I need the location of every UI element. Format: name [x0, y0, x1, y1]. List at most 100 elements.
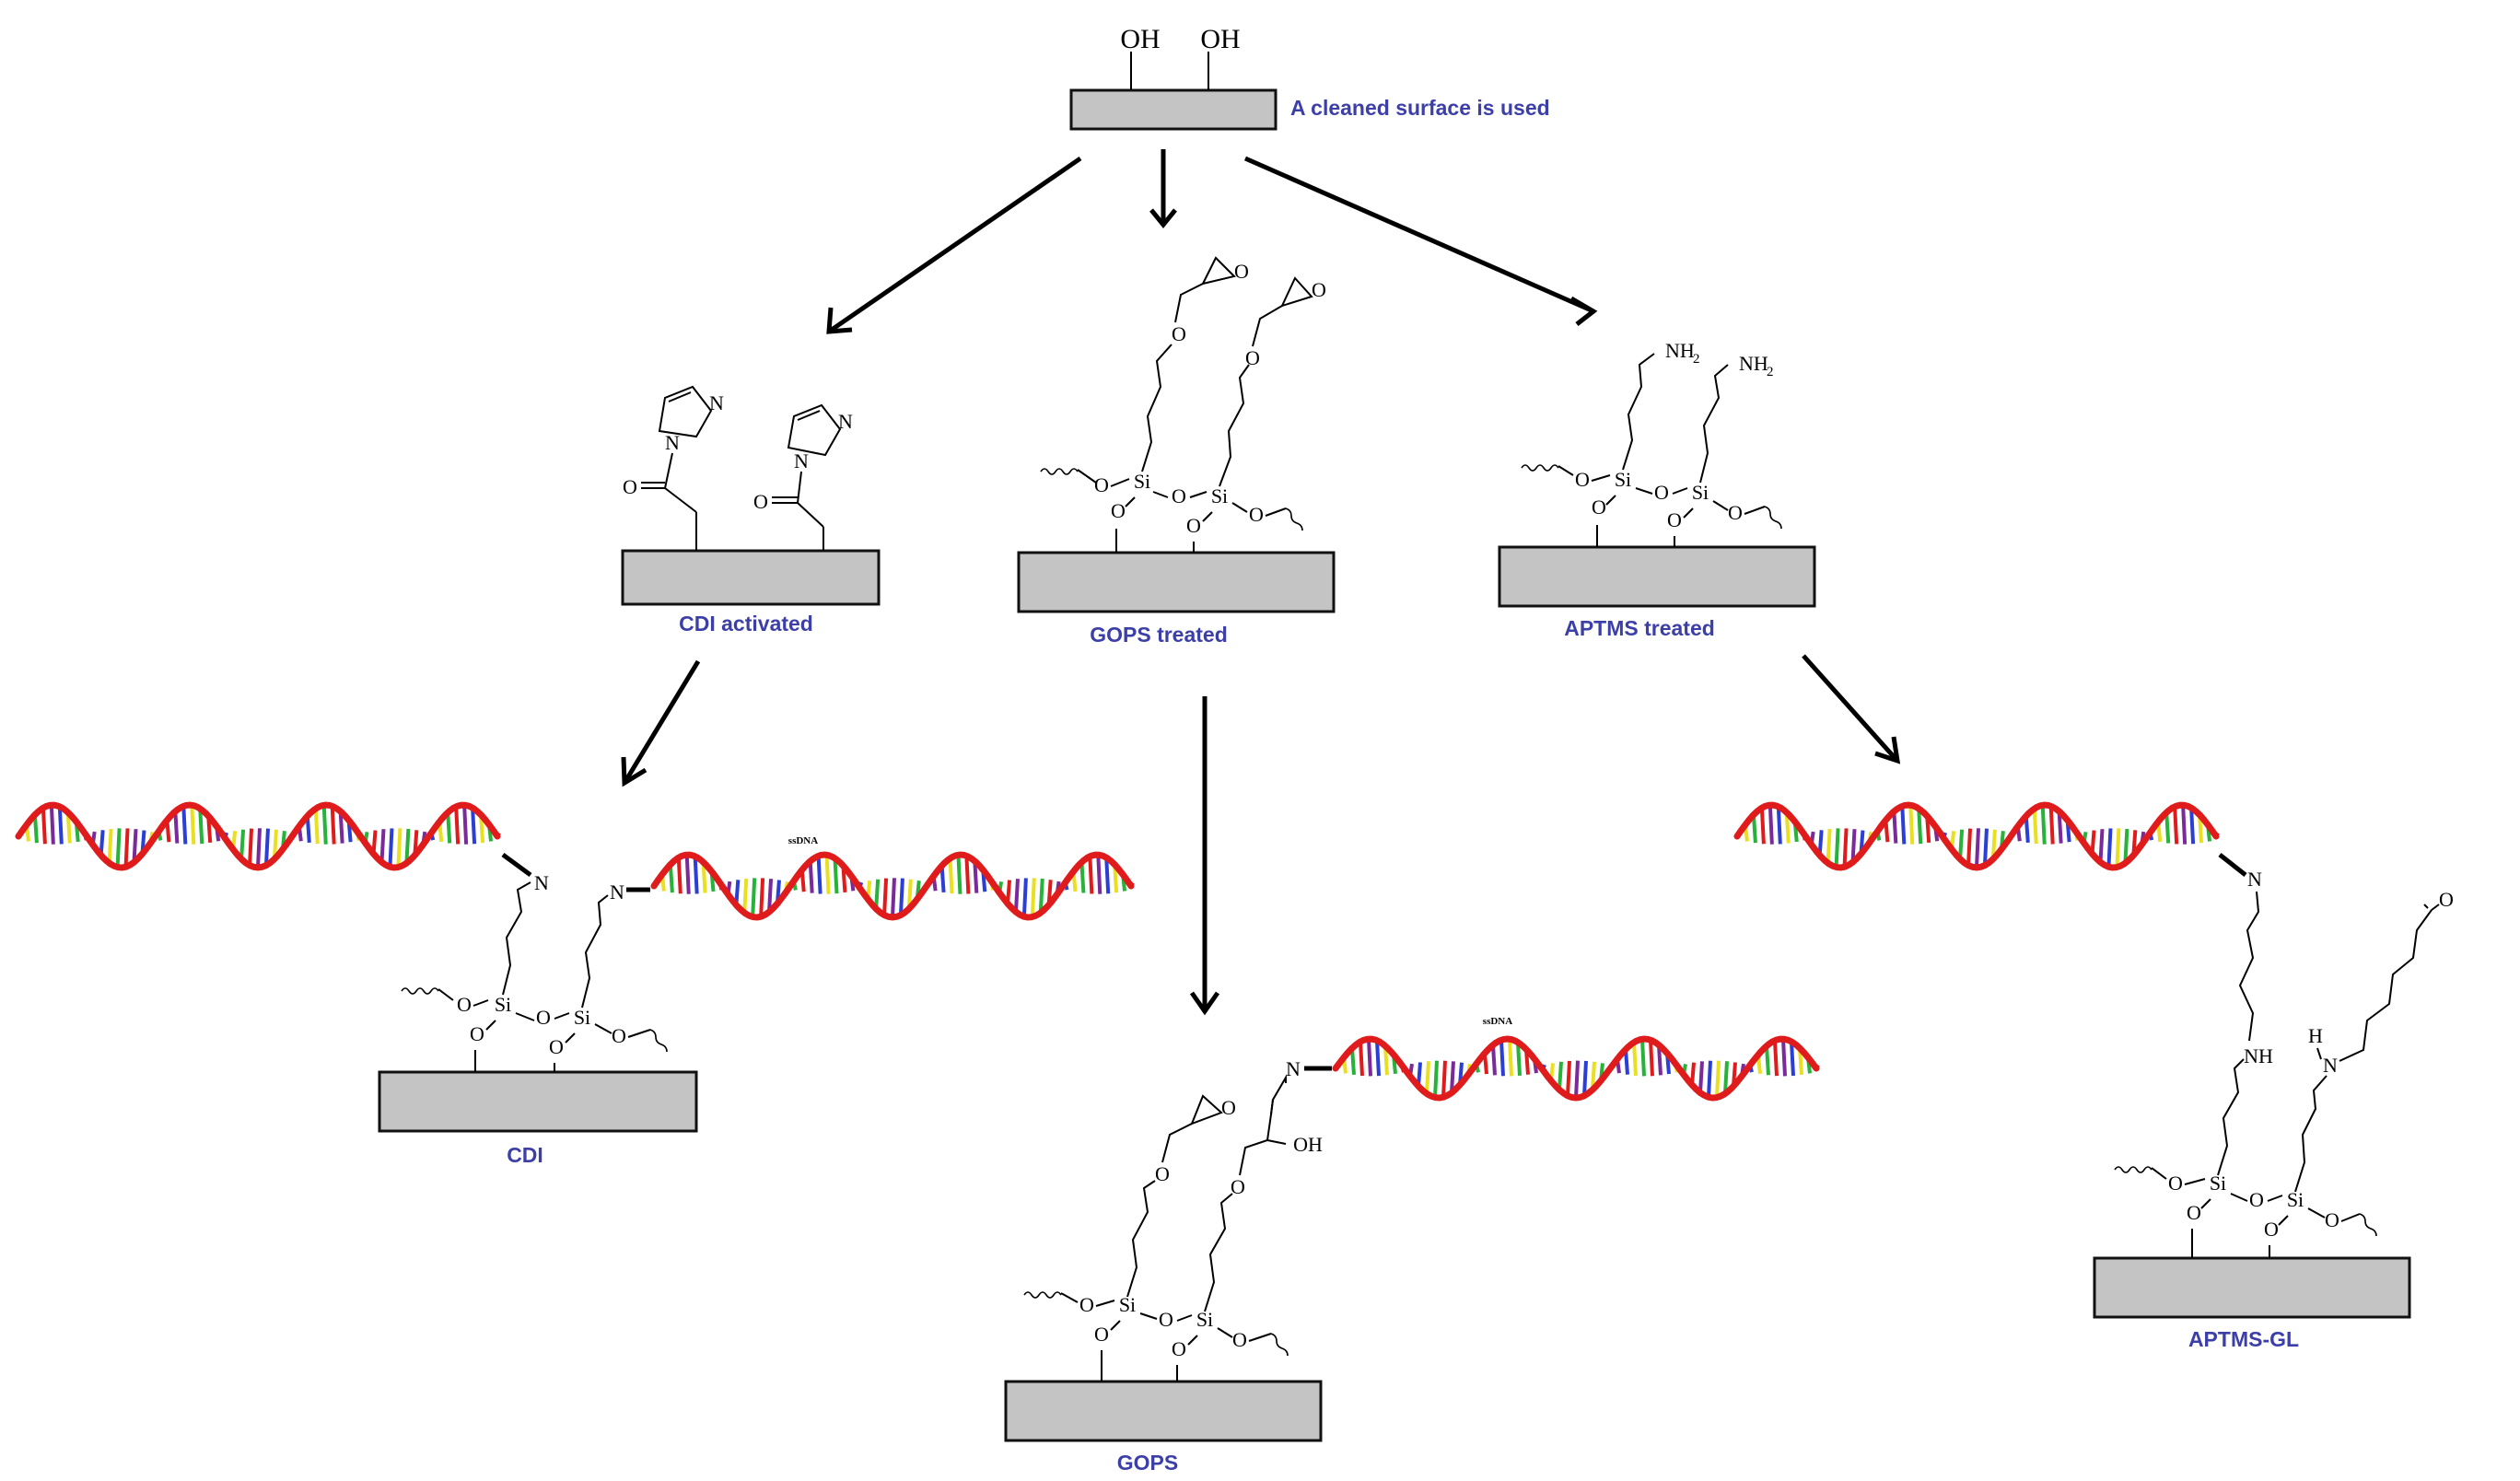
cdi-activated-surface — [621, 549, 881, 606]
dna-base — [57, 806, 64, 845]
dna-base — [898, 878, 904, 915]
dna-base — [1900, 806, 1907, 845]
linker-n-2: N — [610, 880, 624, 904]
dna-linker-1 — [501, 852, 532, 878]
o-atom: O — [536, 1006, 551, 1029]
dna-base — [1491, 1044, 1497, 1076]
o-atom: O — [612, 1024, 626, 1047]
dna-base — [1450, 1061, 1455, 1093]
dna-base — [1508, 1039, 1513, 1077]
o-atom: O — [2249, 1188, 2264, 1211]
o-atom: O — [1159, 1308, 1173, 1331]
dna-base — [1698, 1061, 1704, 1093]
ether-o-1: O — [1172, 322, 1186, 345]
si-atom-1: Si — [1134, 470, 1150, 493]
dna-base — [1917, 808, 1923, 845]
si-atom-4: Si — [1692, 481, 1709, 504]
carbonyl-o-2: O — [753, 490, 768, 513]
dna-base — [2048, 806, 2055, 845]
o-atom: O — [1172, 484, 1186, 507]
si-atom-5: Si — [495, 993, 511, 1016]
dna-base — [1558, 1061, 1563, 1090]
dna-base — [32, 814, 39, 844]
dna-base — [379, 829, 386, 863]
carbonyl-o-1: O — [623, 475, 637, 498]
dna-base — [321, 805, 328, 845]
arrow-to-aptms-treated — [1243, 156, 1598, 326]
aptms-gl-surface — [2093, 1256, 2411, 1319]
dna-base — [1574, 1060, 1580, 1099]
si-atom-2: Si — [1211, 484, 1228, 507]
dna-base — [1765, 1045, 1770, 1076]
dna-base — [404, 828, 411, 864]
dna-base — [338, 810, 344, 844]
cdi-surface — [378, 1070, 698, 1133]
flow-arrows — [621, 149, 1901, 1016]
dna-base — [1975, 828, 1980, 869]
dna-base — [446, 811, 452, 844]
linker-n-1: N — [534, 871, 549, 894]
arrow-to-gops-treated — [1149, 149, 1177, 228]
o-atom: O — [1575, 468, 1590, 491]
ether-o-2: O — [1245, 346, 1260, 369]
imidazole-ring-1 — [658, 385, 713, 438]
dna-base — [948, 857, 954, 894]
dna-backbone — [650, 851, 1135, 921]
arrow-to-cdi — [621, 659, 701, 787]
dna-base — [248, 828, 254, 866]
epoxide-ring-1 — [1201, 256, 1236, 286]
o-atom: O — [457, 993, 472, 1016]
dna-base — [676, 857, 682, 894]
dna-base — [2123, 828, 2129, 864]
dna-base — [882, 878, 889, 915]
o-atom: O — [2187, 1201, 2201, 1224]
gops-treated-group: O Si O O Si O O O O O O GOPS treated — [1017, 256, 1336, 647]
dna-base — [759, 878, 765, 917]
dna-base — [1516, 1042, 1522, 1076]
dna-base — [1096, 854, 1102, 894]
dna-base — [239, 829, 246, 859]
dna-base — [808, 860, 814, 893]
o-atom: O — [1094, 473, 1109, 496]
imidazole-n3-2: N — [838, 410, 853, 433]
dna-base — [396, 828, 402, 868]
secondary-amine-1: NH — [2244, 1044, 2273, 1067]
o-atom: O — [1654, 481, 1669, 504]
dna-strand-gops — [1332, 1035, 1820, 1102]
dna-base — [330, 806, 336, 845]
dna-base — [1850, 829, 1857, 863]
dna-base — [1079, 861, 1086, 893]
dna-base — [454, 806, 461, 845]
dna-base — [1088, 856, 1094, 894]
aptms-gl-group: O Si O O Si O O NH N N H O APTMS-GL — [2093, 853, 2454, 1351]
dna-base — [891, 878, 896, 918]
clean-surface-slab — [1069, 88, 1278, 131]
dna-base — [181, 806, 188, 845]
si-atom-10: Si — [2287, 1188, 2304, 1211]
dna-base — [2098, 829, 2105, 863]
dna-base — [767, 879, 774, 913]
dna-base — [2115, 828, 2121, 868]
dna-base — [190, 805, 196, 845]
dna-base — [1768, 804, 1774, 845]
dna-base — [1776, 806, 1782, 845]
cdi-activated-caption: CDI activated — [679, 612, 813, 636]
dna-base — [1582, 1060, 1588, 1096]
aldehyde-o: O — [2439, 888, 2454, 911]
si-atom-6: Si — [574, 1006, 590, 1029]
amine-2: NH — [1739, 352, 1768, 375]
dna-base — [1104, 857, 1111, 894]
si-atom-8: Si — [1196, 1308, 1213, 1331]
gops-group: O Si O O Si O O O O O OH N GOPS — [1004, 1057, 1332, 1475]
dna-base — [1773, 1040, 1779, 1077]
o-atom: O — [1094, 1323, 1109, 1346]
ether-o-4: O — [1231, 1175, 1245, 1198]
dna-base — [1751, 814, 1757, 844]
imidazole-n3-1: N — [709, 391, 724, 414]
dna-base — [1966, 828, 1973, 866]
dna-base — [65, 811, 72, 844]
dna-base — [684, 854, 691, 894]
dna-base — [2032, 808, 2038, 845]
o-atom: O — [2325, 1208, 2339, 1231]
